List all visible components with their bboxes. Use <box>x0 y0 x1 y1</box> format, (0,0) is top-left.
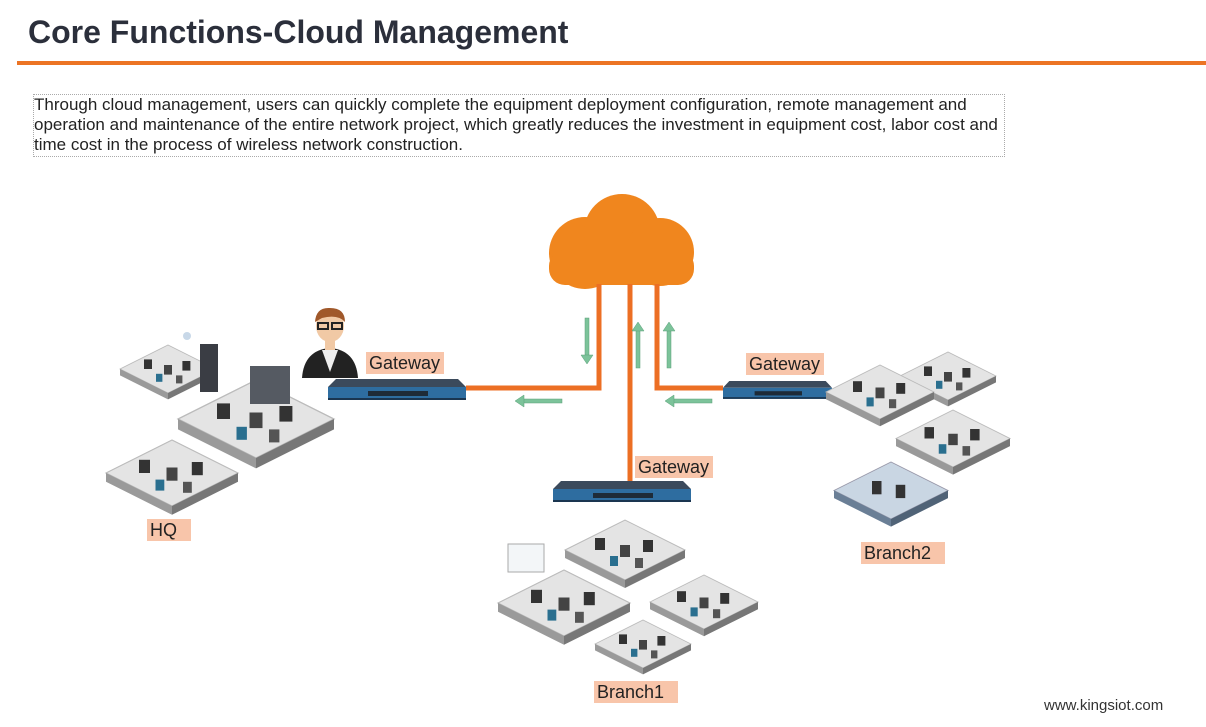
link-hq <box>466 284 602 391</box>
data-flow-arrows <box>514 317 713 408</box>
gateway-label-hq: Gateway <box>366 352 445 374</box>
page-title: Core Functions-Cloud Management <box>28 14 569 50</box>
branch2-office-illustration <box>825 351 1011 527</box>
hq-office-illustration <box>105 332 335 516</box>
gateway-device-hq <box>328 379 466 400</box>
network-links <box>466 284 723 481</box>
cloud-icon <box>549 194 694 289</box>
branch1-office-illustration <box>497 519 759 675</box>
link-branch2 <box>654 284 723 391</box>
site-label-branch1: Branch1 <box>594 681 679 703</box>
arrow-down-icon <box>580 317 594 365</box>
gateway-device-branch2 <box>723 381 833 399</box>
arrow-left-icon <box>514 394 563 408</box>
title-divider <box>17 61 1206 65</box>
arrow-up-icon <box>631 321 645 369</box>
gateway-device-branch1 <box>553 481 691 502</box>
arrow-left-icon <box>664 394 713 408</box>
gateway-label-branch1: Gateway <box>635 456 714 478</box>
administrator-avatar <box>302 307 358 378</box>
site-label-hq: HQ <box>147 519 191 541</box>
site-label-branch2: Branch2 <box>861 542 946 564</box>
website-footer: www.kingsiot.com <box>1044 697 1164 714</box>
gateway-label-branch2: Gateway <box>746 353 825 375</box>
arrow-up-icon <box>662 321 676 369</box>
description-text: Through cloud management, users can quic… <box>33 94 1005 157</box>
